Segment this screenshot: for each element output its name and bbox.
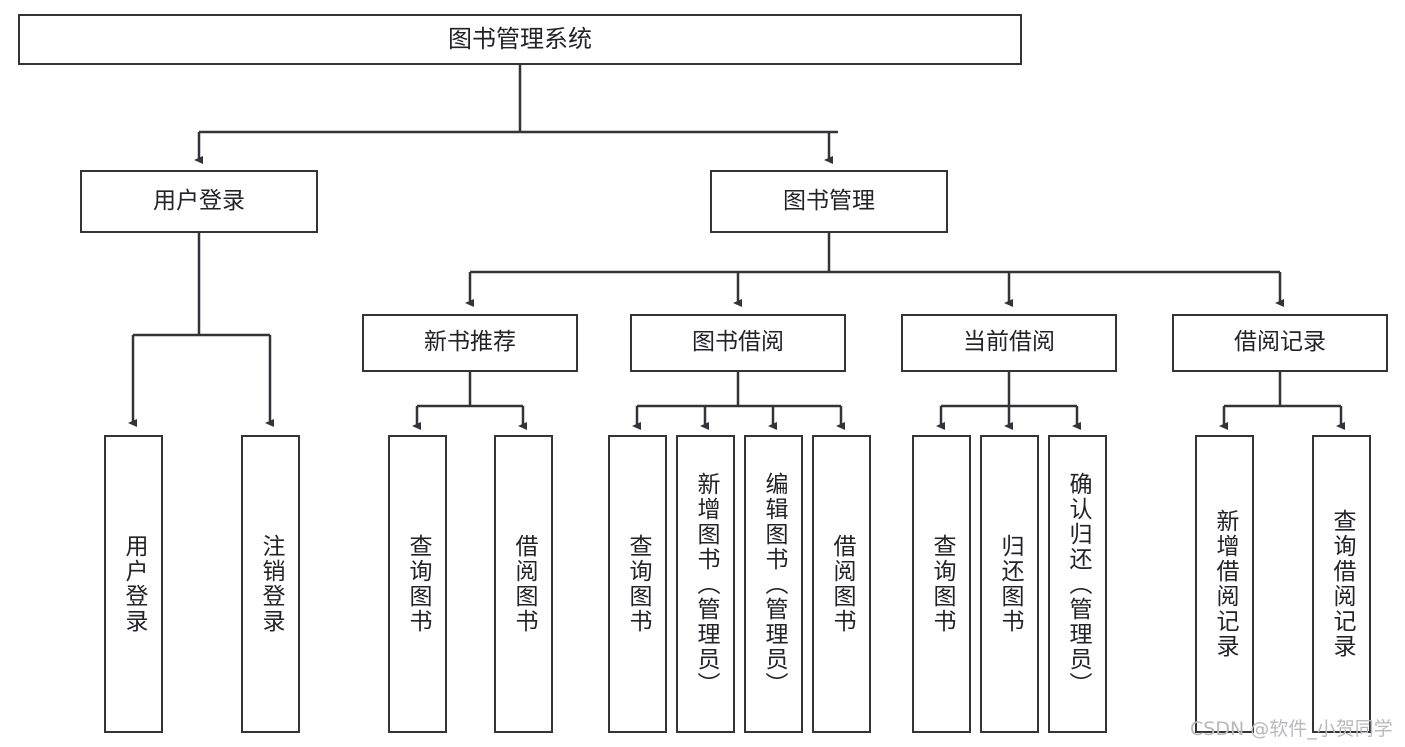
node-current-borrow[interactable]: 当前借阅 bbox=[901, 314, 1117, 372]
node-label: 注销登录 bbox=[258, 534, 284, 634]
node-label: 图书管理系统 bbox=[448, 25, 592, 54]
node-label: 当前借阅 bbox=[963, 329, 1055, 356]
node-label: 借阅图书 bbox=[511, 534, 537, 634]
node-label: 图书管理 bbox=[783, 187, 875, 214]
node-label: 确认归还（管理员） bbox=[1065, 471, 1091, 697]
leaf-current-query-book[interactable]: 查询图书 bbox=[912, 435, 971, 733]
node-label: 借阅记录 bbox=[1234, 329, 1326, 356]
leaf-recommend-query-book[interactable]: 查询图书 bbox=[388, 435, 447, 733]
node-label: 借阅图书 bbox=[829, 534, 855, 634]
leaf-user-login-login[interactable]: 用户登录 bbox=[104, 435, 163, 733]
leaf-borrow-borrow-book[interactable]: 借阅图书 bbox=[812, 435, 871, 733]
node-user-login[interactable]: 用户登录 bbox=[80, 170, 318, 233]
node-book-borrow[interactable]: 图书借阅 bbox=[630, 314, 846, 372]
node-label: 查询图书 bbox=[625, 534, 651, 634]
node-book-management[interactable]: 图书管理 bbox=[710, 170, 948, 233]
node-root-system[interactable]: 图书管理系统 bbox=[18, 14, 1022, 65]
leaf-record-add-record[interactable]: 新增借阅记录 bbox=[1195, 435, 1254, 733]
node-label: 新增借阅记录 bbox=[1212, 509, 1238, 659]
leaf-record-query-record[interactable]: 查询借阅记录 bbox=[1312, 435, 1371, 733]
node-label: 新增图书（管理员） bbox=[693, 471, 719, 697]
leaf-current-confirm-return[interactable]: 确认归还（管理员） bbox=[1048, 435, 1107, 733]
node-label: 归还图书 bbox=[997, 534, 1023, 634]
node-new-book-recommend[interactable]: 新书推荐 bbox=[362, 314, 578, 372]
node-label: 查询图书 bbox=[929, 534, 955, 634]
node-label: 图书借阅 bbox=[692, 329, 784, 356]
node-label: 新书推荐 bbox=[424, 329, 516, 356]
node-label: 查询借阅记录 bbox=[1329, 509, 1355, 659]
node-label: 用户登录 bbox=[121, 534, 147, 634]
leaf-user-login-logout[interactable]: 注销登录 bbox=[241, 435, 300, 733]
leaf-borrow-add-book[interactable]: 新增图书（管理员） bbox=[676, 435, 735, 733]
node-label: 编辑图书（管理员） bbox=[761, 471, 787, 697]
leaf-borrow-query-book[interactable]: 查询图书 bbox=[608, 435, 667, 733]
leaf-current-return-book[interactable]: 归还图书 bbox=[980, 435, 1039, 733]
leaf-recommend-borrow-book[interactable]: 借阅图书 bbox=[494, 435, 553, 733]
leaf-borrow-edit-book[interactable]: 编辑图书（管理员） bbox=[744, 435, 803, 733]
node-borrow-record[interactable]: 借阅记录 bbox=[1172, 314, 1388, 372]
node-label: 查询图书 bbox=[405, 534, 431, 634]
node-label: 用户登录 bbox=[153, 187, 245, 214]
